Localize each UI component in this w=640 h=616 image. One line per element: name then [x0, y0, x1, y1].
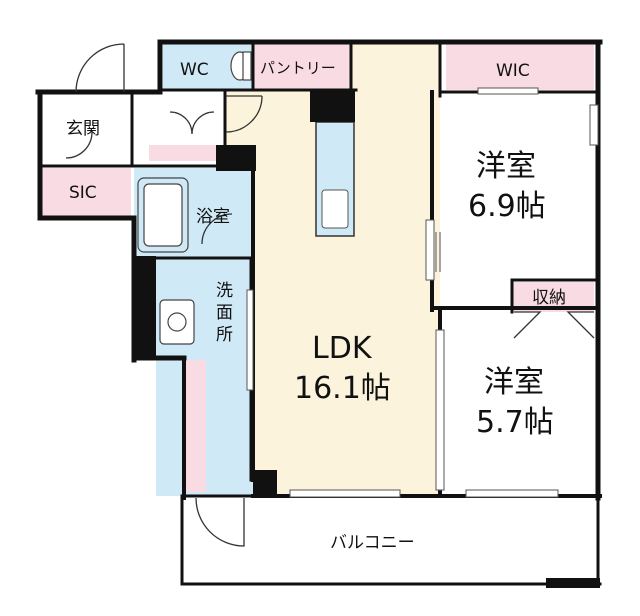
washroom-label-3: 所 — [216, 325, 233, 345]
bedroom1-size: 6.9帖 — [468, 189, 546, 224]
side-storage-2 — [186, 426, 206, 492]
ldk-upper-strip — [226, 90, 256, 150]
balcony-door — [195, 497, 245, 547]
wic-area — [446, 44, 594, 90]
pantry-label: パントリー — [260, 59, 336, 77]
fixtures — [137, 51, 252, 345]
sic-area — [41, 168, 131, 216]
labels: WC パントリー WIC 玄関 SIC 浴室 洗 面 所 LDK 16.1帖 洋… — [66, 59, 566, 553]
room-fills — [41, 44, 594, 496]
wic-label: WIC — [496, 61, 530, 81]
bedroom2-size: 5.7帖 — [476, 405, 554, 440]
ldk-size: 16.1帖 — [294, 371, 391, 406]
bedroom1-name: 洋室 — [476, 149, 536, 184]
bath-door — [201, 213, 233, 245]
shoe-cabinet — [149, 145, 219, 161]
bedroom2-name: 洋室 — [484, 365, 544, 400]
windows — [246, 87, 599, 498]
ldk-area — [253, 44, 440, 496]
doors — [65, 43, 595, 547]
closet-label: 収納 — [532, 288, 566, 308]
sic-label: SIC — [69, 183, 97, 203]
wall-blocks — [134, 90, 600, 588]
genkan-door — [65, 131, 93, 159]
closet-door-right — [566, 311, 595, 339]
side-storage-1 — [186, 360, 206, 426]
wc-label: WC — [180, 60, 209, 80]
ldk-name: LDK — [312, 331, 373, 366]
kitchen-sink — [321, 189, 349, 229]
entry-door — [75, 43, 125, 93]
genkan-label: 玄関 — [66, 119, 100, 139]
washroom-label-2: 面 — [216, 303, 233, 323]
washroom-label-1: 洗 — [216, 281, 233, 301]
pantry-area — [253, 44, 351, 90]
wc-door — [225, 95, 263, 133]
bedroom1-sliding — [435, 232, 441, 272]
balcony-label: バルコニー — [330, 533, 415, 553]
wet-door — [169, 111, 215, 135]
closet-door-left — [513, 311, 542, 339]
bath-label: 浴室 — [196, 207, 230, 227]
